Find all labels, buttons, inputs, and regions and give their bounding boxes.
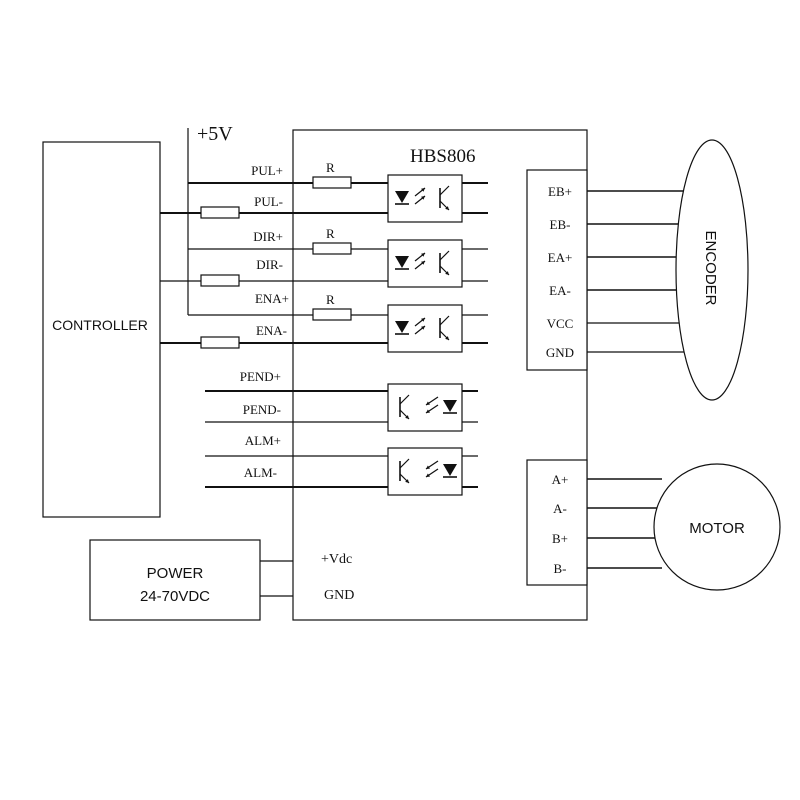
supply-label: +5V (197, 123, 233, 145)
motor-circle (653, 463, 781, 591)
input-optocouplers (387, 174, 463, 353)
resistor-label-pul: R (326, 160, 335, 175)
input-label-ena-minus: ENA- (256, 323, 287, 338)
encoder-pin-ea-plus: EA+ (548, 250, 573, 265)
resistor-label-ena: R (326, 292, 335, 307)
encoder-pin-eb-plus: EB+ (548, 184, 572, 199)
input-label-pul-plus: PUL+ (251, 163, 283, 178)
power-label-line2: 24-70VDC (140, 588, 210, 605)
resistor-dir (312, 242, 352, 255)
optocoupler-ena (387, 304, 463, 353)
input-label-dir-minus: DIR- (256, 257, 283, 272)
output-optocouplers (387, 383, 463, 496)
resistor-dir-minus (200, 274, 240, 287)
encoder-connector: EB+ EB- EA+ EA- VCC GND (526, 169, 684, 371)
output-label-pend-plus: PEND+ (240, 369, 281, 384)
input-label-dir-plus: DIR+ (253, 229, 283, 244)
motor-pin-a-minus: A- (553, 501, 567, 516)
controller-block: CONTROLLER (42, 141, 161, 518)
output-label-alm-minus: ALM- (244, 465, 277, 480)
encoder-pin-gnd: GND (546, 345, 574, 360)
driver-title: HBS806 (410, 146, 475, 167)
input-label-ena-plus: ENA+ (255, 291, 289, 306)
encoder-ellipse (675, 139, 749, 401)
controller-box (42, 141, 161, 518)
output-label-pend-minus: PEND- (243, 402, 281, 417)
resistor-pul-minus (200, 206, 240, 219)
motor-pin-b-minus: B- (554, 561, 567, 576)
encoder-label: ENCODER (702, 230, 719, 305)
optocoupler-dir (387, 239, 463, 288)
controller-label: CONTROLLER (52, 317, 148, 333)
encoder-pin-ea-minus: EA- (549, 283, 571, 298)
power-label-line1: POWER (147, 565, 204, 582)
motor-pin-a-plus: A+ (552, 472, 569, 487)
resistor-label-dir: R (326, 226, 335, 241)
power-gnd-label: GND (324, 588, 354, 603)
optocoupler-pend (387, 383, 463, 432)
resistor-pul (312, 176, 352, 189)
resistor-ena (312, 308, 352, 321)
output-label-alm-plus: ALM+ (245, 433, 281, 448)
power-block: POWER 24-70VDC +Vdc GND (89, 539, 354, 621)
encoder-pin-vcc: VCC (547, 316, 574, 331)
encoder-block: ENCODER (675, 139, 749, 401)
encoder-pin-eb-minus: EB- (550, 217, 571, 232)
motor-connector-box (526, 459, 588, 586)
encoder-connector-box (526, 169, 588, 371)
motor-connector: A+ A- B+ B- (526, 459, 662, 586)
optocoupler-alm (387, 447, 463, 496)
supply-rail: +5V (187, 123, 233, 315)
resistor-ena-minus (200, 336, 240, 349)
motor-pin-b-plus: B+ (552, 531, 568, 546)
optocoupler-pul (387, 174, 463, 223)
motor-label: MOTOR (689, 520, 745, 537)
input-label-pul-minus: PUL- (254, 194, 283, 209)
power-vdc-label: +Vdc (321, 552, 352, 567)
motor-block: MOTOR (653, 463, 781, 591)
power-box (89, 539, 261, 621)
